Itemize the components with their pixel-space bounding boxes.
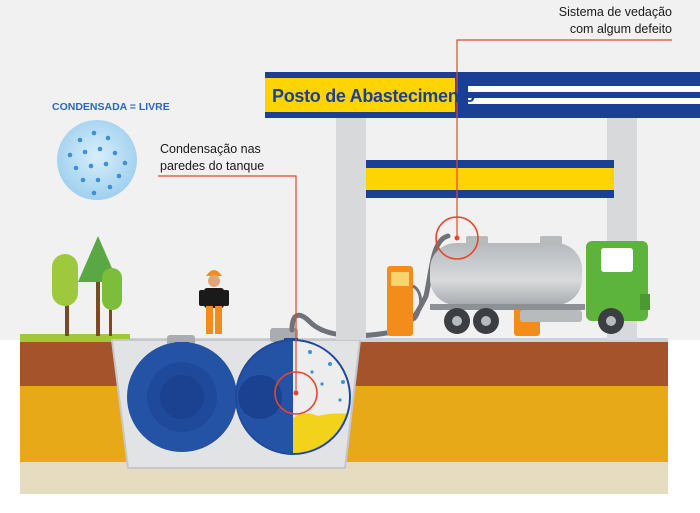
worker-figure bbox=[199, 270, 229, 334]
tree-3-crown bbox=[102, 268, 122, 310]
tank-condensation-drops bbox=[308, 350, 345, 402]
tree-1-trunk bbox=[65, 278, 69, 336]
right-tank-outline bbox=[235, 339, 351, 455]
station-sign-text: Posto de Abastecimento bbox=[272, 86, 475, 106]
condensation-label: Condensação nas paredes do tanque bbox=[160, 141, 264, 175]
canopy-band-yellow bbox=[366, 168, 614, 190]
callout-condensation bbox=[158, 175, 318, 415]
tanker-toolbox bbox=[520, 310, 582, 322]
tanker-hatch-2 bbox=[540, 236, 562, 246]
dispenser-1-nozzle bbox=[412, 284, 423, 322]
seal-defect-label-line-2: com algum defeito bbox=[569, 22, 672, 36]
right-tank-center bbox=[238, 375, 282, 419]
dispenser-1-display bbox=[391, 272, 409, 286]
seal-defect-label: Sistema de vedação com algum defeito bbox=[559, 4, 672, 38]
tanker-body bbox=[430, 243, 582, 305]
condensation-legend-circle bbox=[57, 120, 137, 200]
condensation-label-line-2: paredes do tanque bbox=[160, 159, 265, 173]
seal-defect-label-line-1: Sistema de vedação bbox=[558, 5, 672, 19]
truck-window bbox=[601, 248, 633, 272]
canopy-stripe-top bbox=[468, 86, 700, 92]
condensation-label-line-1: Condensação nas bbox=[160, 142, 261, 156]
canopy-stripe-bottom bbox=[468, 98, 700, 104]
tree-1-crown bbox=[52, 254, 78, 306]
tree-3-trunk bbox=[109, 300, 112, 336]
callout-seal bbox=[435, 39, 672, 260]
canopy-pillar-left bbox=[336, 118, 366, 340]
tanker-chassis bbox=[430, 304, 585, 310]
tree-2-trunk bbox=[96, 278, 100, 336]
truck-wheels bbox=[444, 308, 624, 334]
station-sign-panel bbox=[265, 78, 455, 112]
legend-water-drops bbox=[67, 130, 128, 196]
legend-title: CONDENSADA = LIVRE bbox=[52, 101, 170, 113]
left-tank-center bbox=[160, 375, 204, 419]
grass bbox=[20, 334, 130, 342]
truck-bumper bbox=[640, 294, 650, 310]
